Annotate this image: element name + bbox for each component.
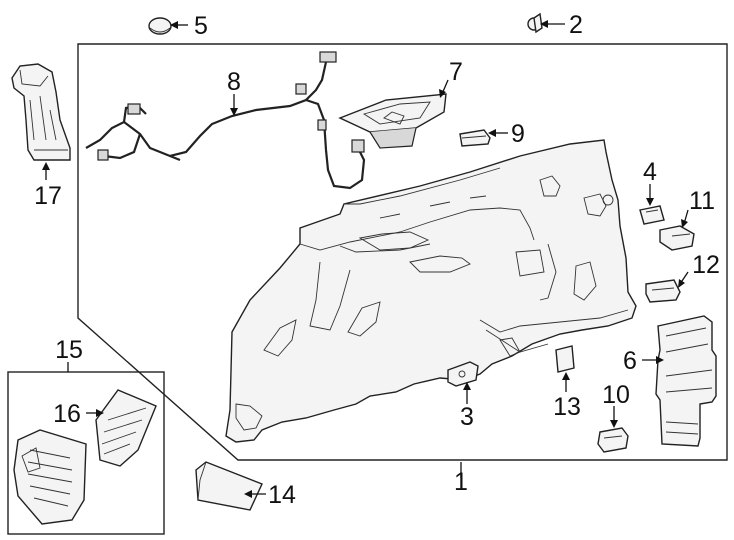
callout-5: 5	[194, 12, 208, 40]
part-3-bracket	[447, 361, 479, 387]
callout-9: 9	[511, 120, 525, 148]
callout-15: 15	[55, 336, 83, 364]
callout-17: 17	[34, 182, 62, 210]
callout-11: 11	[689, 187, 715, 215]
part-15-grille-assembly	[13, 429, 87, 525]
part-13-clip	[555, 345, 575, 373]
part-16-grille	[95, 389, 157, 467]
part-1-quarter-trim-panel	[225, 139, 637, 443]
part-12-switch	[645, 279, 681, 303]
callout-4: 4	[643, 158, 657, 186]
callout-7: 7	[449, 58, 463, 86]
main-frame	[77, 43, 728, 461]
part-17-duct	[11, 63, 71, 161]
part-11-connector	[659, 225, 695, 251]
part-4-retainer	[639, 205, 665, 225]
inset-box	[7, 371, 165, 535]
callout-labels: 1 2 3 4 5 6 7 8 9 10 11 12 13 14 15 16 1…	[34, 11, 720, 509]
callout-1: 1	[454, 468, 468, 496]
part-14-cover	[195, 461, 263, 511]
callout-14: 14	[268, 481, 296, 509]
callout-6: 6	[623, 347, 637, 375]
part-5-cap	[148, 17, 172, 35]
part-9-switch	[459, 129, 491, 147]
callout-10: 10	[602, 381, 630, 409]
leaders	[42, 20, 689, 498]
part-2-pushpin	[527, 12, 543, 34]
callout-2: 2	[569, 11, 583, 39]
callout-8: 8	[227, 68, 241, 96]
callout-3: 3	[460, 403, 474, 431]
callout-13: 13	[553, 393, 581, 421]
callout-16: 16	[53, 400, 81, 428]
part-10-fastener	[597, 427, 629, 453]
callout-12: 12	[692, 251, 720, 279]
part-6-duct	[655, 315, 717, 447]
part-8-wiring-harness	[85, 51, 366, 190]
part-7-tray	[338, 93, 447, 149]
